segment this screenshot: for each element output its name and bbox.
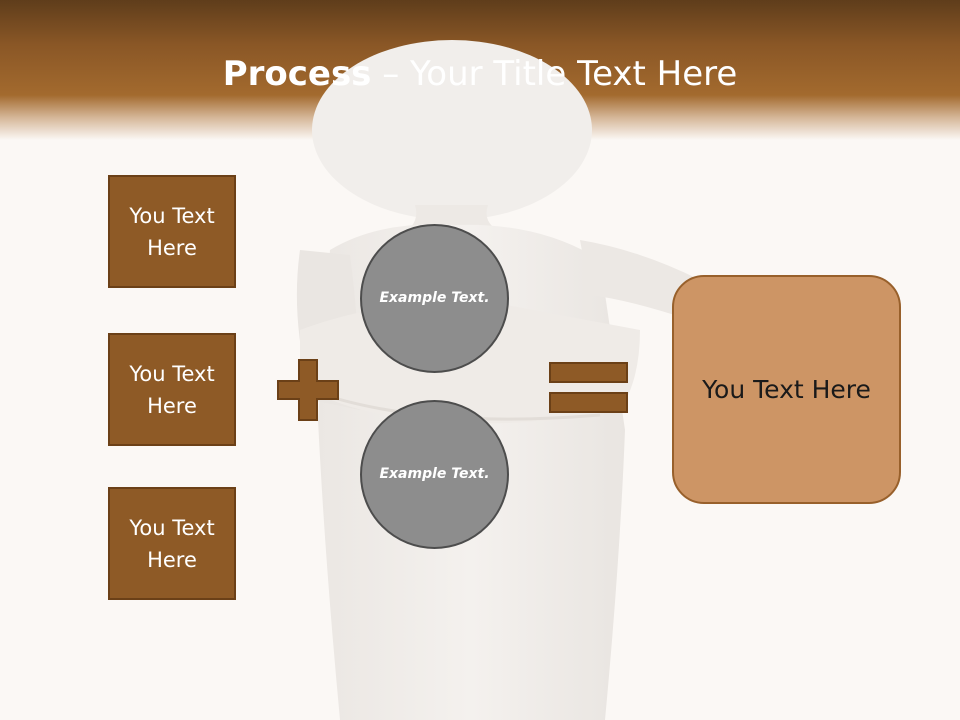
equals-icon — [549, 362, 628, 413]
example-circle-2[interactable]: Example Text. — [360, 400, 509, 549]
result-box[interactable]: You Text Here — [672, 275, 901, 504]
example-circle-1[interactable]: Example Text. — [360, 224, 509, 373]
title-rest: – Your Title Text Here — [371, 54, 738, 94]
text-box-2[interactable]: You Text Here — [108, 333, 236, 446]
text-box-1[interactable]: You Text Here — [108, 175, 236, 288]
slide-title: Process – Your Title Text Here — [0, 52, 960, 96]
text-box-3[interactable]: You Text Here — [108, 487, 236, 600]
plus-icon — [277, 359, 339, 421]
title-bold: Process — [222, 54, 372, 94]
